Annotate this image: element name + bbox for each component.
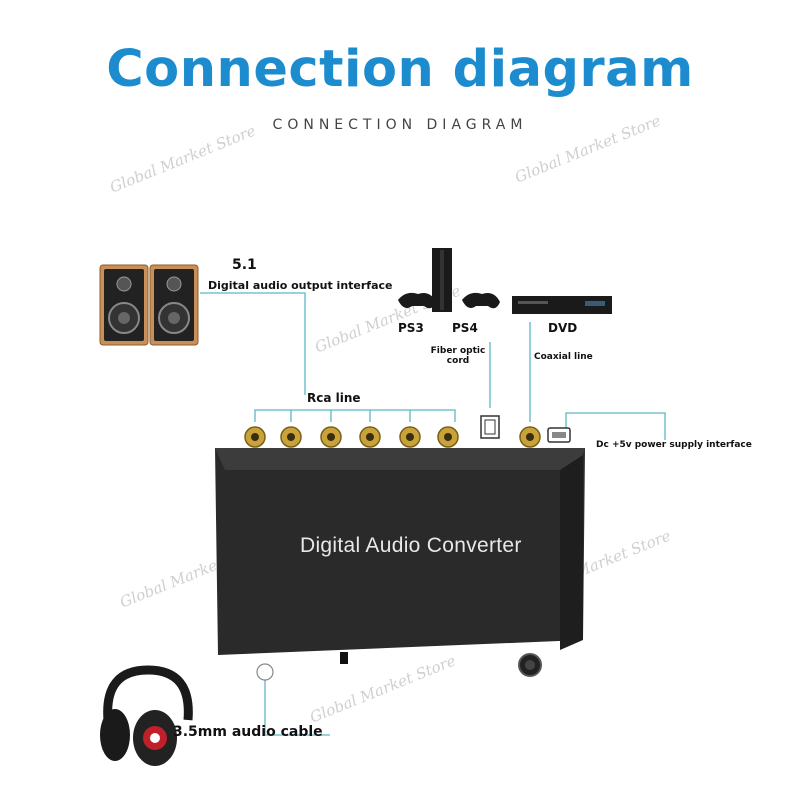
fiber-optic-label: Fiber optic cord [428, 346, 488, 366]
headphones-icon [100, 665, 193, 766]
page-subtitle: CONNECTION DIAGRAM [272, 117, 528, 133]
audio-cable-label: 3.5mm audio cable [173, 724, 323, 740]
speakers-icon [99, 264, 199, 346]
rca-line-label: Rca line [307, 391, 361, 405]
device-name-label: Digital Audio Converter [300, 534, 522, 557]
game-console-icon [398, 248, 500, 312]
coaxial-label: Coaxial line [534, 352, 593, 362]
channel-count-label: 5.1 [232, 257, 257, 273]
fiber-optic-label-line1: Fiber optic [430, 346, 486, 356]
fiber-optic-label-line2: cord [446, 356, 470, 366]
digital-output-label: Digital audio output interface [208, 279, 393, 292]
converter-device [215, 448, 585, 677]
ps3-label: PS3 [398, 321, 424, 335]
dvd-player-icon [512, 296, 612, 314]
connector-lines [200, 292, 666, 736]
headphone-jack-marker [256, 663, 274, 681]
ps4-label: PS4 [452, 321, 478, 335]
page-title: Connection diagram [106, 40, 694, 99]
rca-jacks [244, 426, 541, 448]
dvd-label: DVD [548, 321, 578, 335]
optical-port-icon [480, 415, 500, 439]
power-interface-label: Dc +5v power supply interface [596, 440, 752, 450]
